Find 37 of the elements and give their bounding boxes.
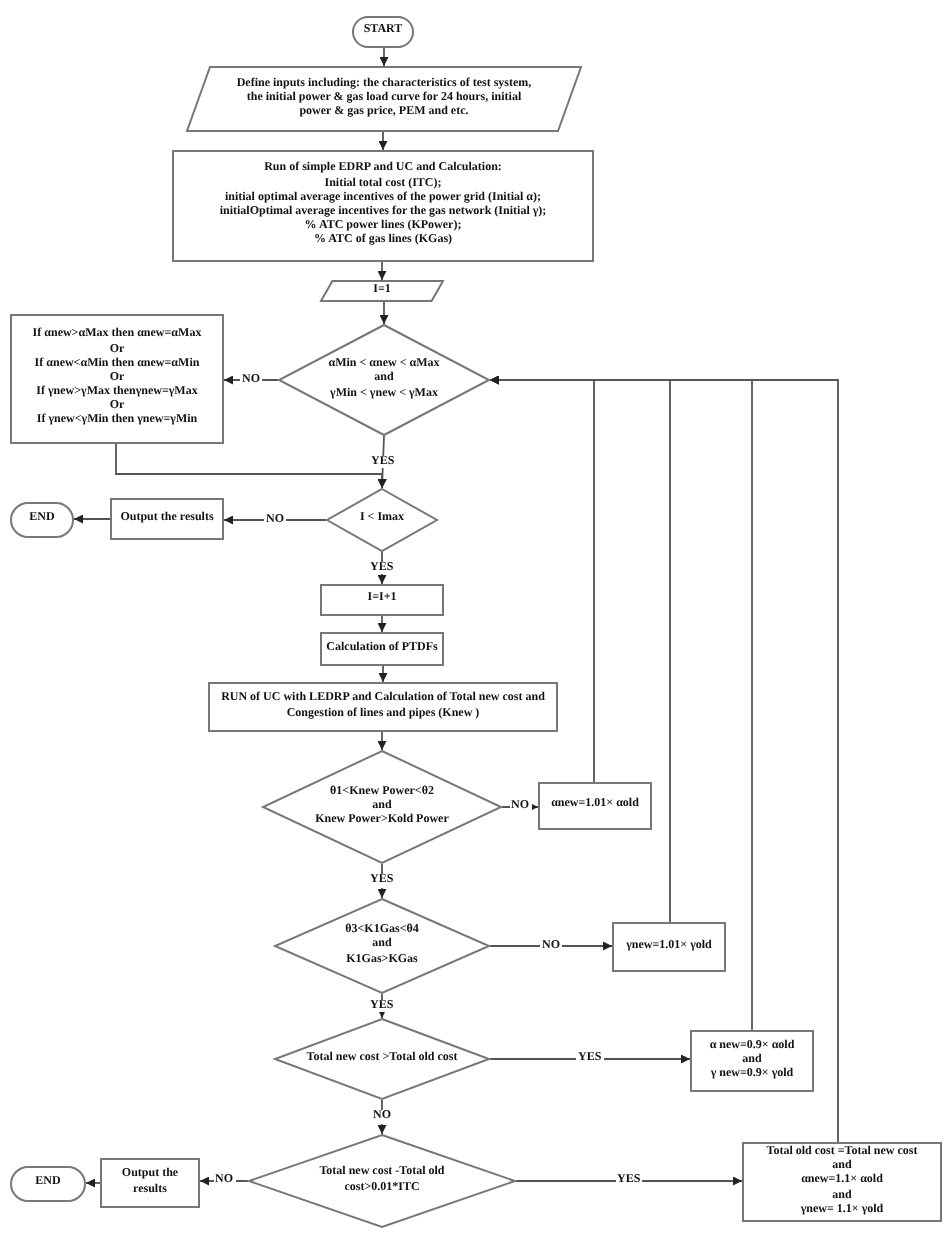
arrow [489,375,839,1143]
arrow [377,731,387,751]
process-box [742,1142,942,1222]
arrow [378,131,388,151]
arrow [377,615,387,633]
decision-diamond [278,324,490,436]
terminal-shape [352,16,414,48]
arrow [379,47,389,67]
process-box [100,1158,200,1208]
terminal-shape [10,1166,86,1202]
arrow [73,514,111,524]
arrow [377,1099,387,1135]
decision-diamond [274,1018,490,1100]
arrow [489,1054,691,1064]
process-box [612,922,726,972]
arrow [85,1178,101,1188]
arrow [489,941,613,951]
arrow [377,435,387,489]
decision-diamond [248,1134,516,1228]
process-box [690,1030,814,1092]
process-box [320,632,444,666]
decision-diamond [262,750,502,864]
process-box [208,682,558,732]
decision-diamond [326,488,438,552]
terminal-shape [10,502,74,538]
process-box [172,150,594,262]
process-box [110,498,224,540]
arrow [377,261,387,281]
arrow [378,665,388,683]
input-parallelogram [186,66,582,132]
process-box [538,782,652,830]
input-parallelogram [320,280,444,302]
decision-diamond [274,898,490,994]
arrow [515,1176,743,1186]
process-box [10,314,224,444]
process-box [320,584,444,616]
arrow [379,301,389,325]
